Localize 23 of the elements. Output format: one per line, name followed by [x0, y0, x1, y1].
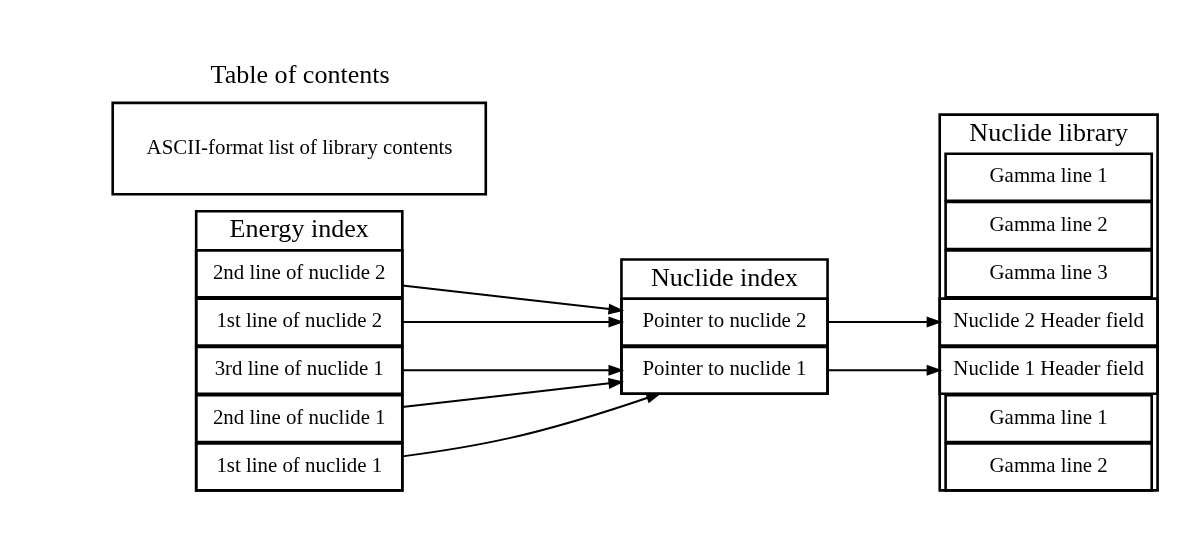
arrow	[401, 283, 625, 314]
node-box: Gamma line 1	[944, 393, 1153, 443]
node-box: 1st line of nuclide 1	[194, 441, 404, 492]
node-box: Nuclide 2 Header field	[938, 296, 1159, 347]
node-box: 2nd line of nuclide 1	[194, 393, 404, 443]
arrow	[401, 316, 625, 328]
node-box: Gamma line 1	[944, 152, 1153, 202]
arrow	[401, 392, 662, 457]
arrow	[401, 377, 625, 408]
node-box: ASCII-format list of library contents	[111, 101, 488, 196]
node-box: 2nd line of nuclide 2	[194, 248, 404, 299]
node-box: 1st line of nuclide 2	[194, 296, 404, 347]
arrow	[401, 364, 625, 376]
node-box: Gamma line 2	[944, 200, 1153, 250]
node-box: Pointer to nuclide 1	[620, 345, 829, 395]
arrow	[827, 364, 943, 376]
arrow	[827, 316, 943, 328]
node-box: Nuclide 1 Header field	[938, 345, 1159, 395]
node-box: Pointer to nuclide 2	[620, 296, 829, 347]
node-label: Table of contents	[210, 59, 390, 89]
node-box: Gamma line 3	[944, 248, 1153, 299]
node-box: Gamma line 2	[944, 441, 1153, 492]
node-box: 3rd line of nuclide 1	[194, 345, 404, 395]
